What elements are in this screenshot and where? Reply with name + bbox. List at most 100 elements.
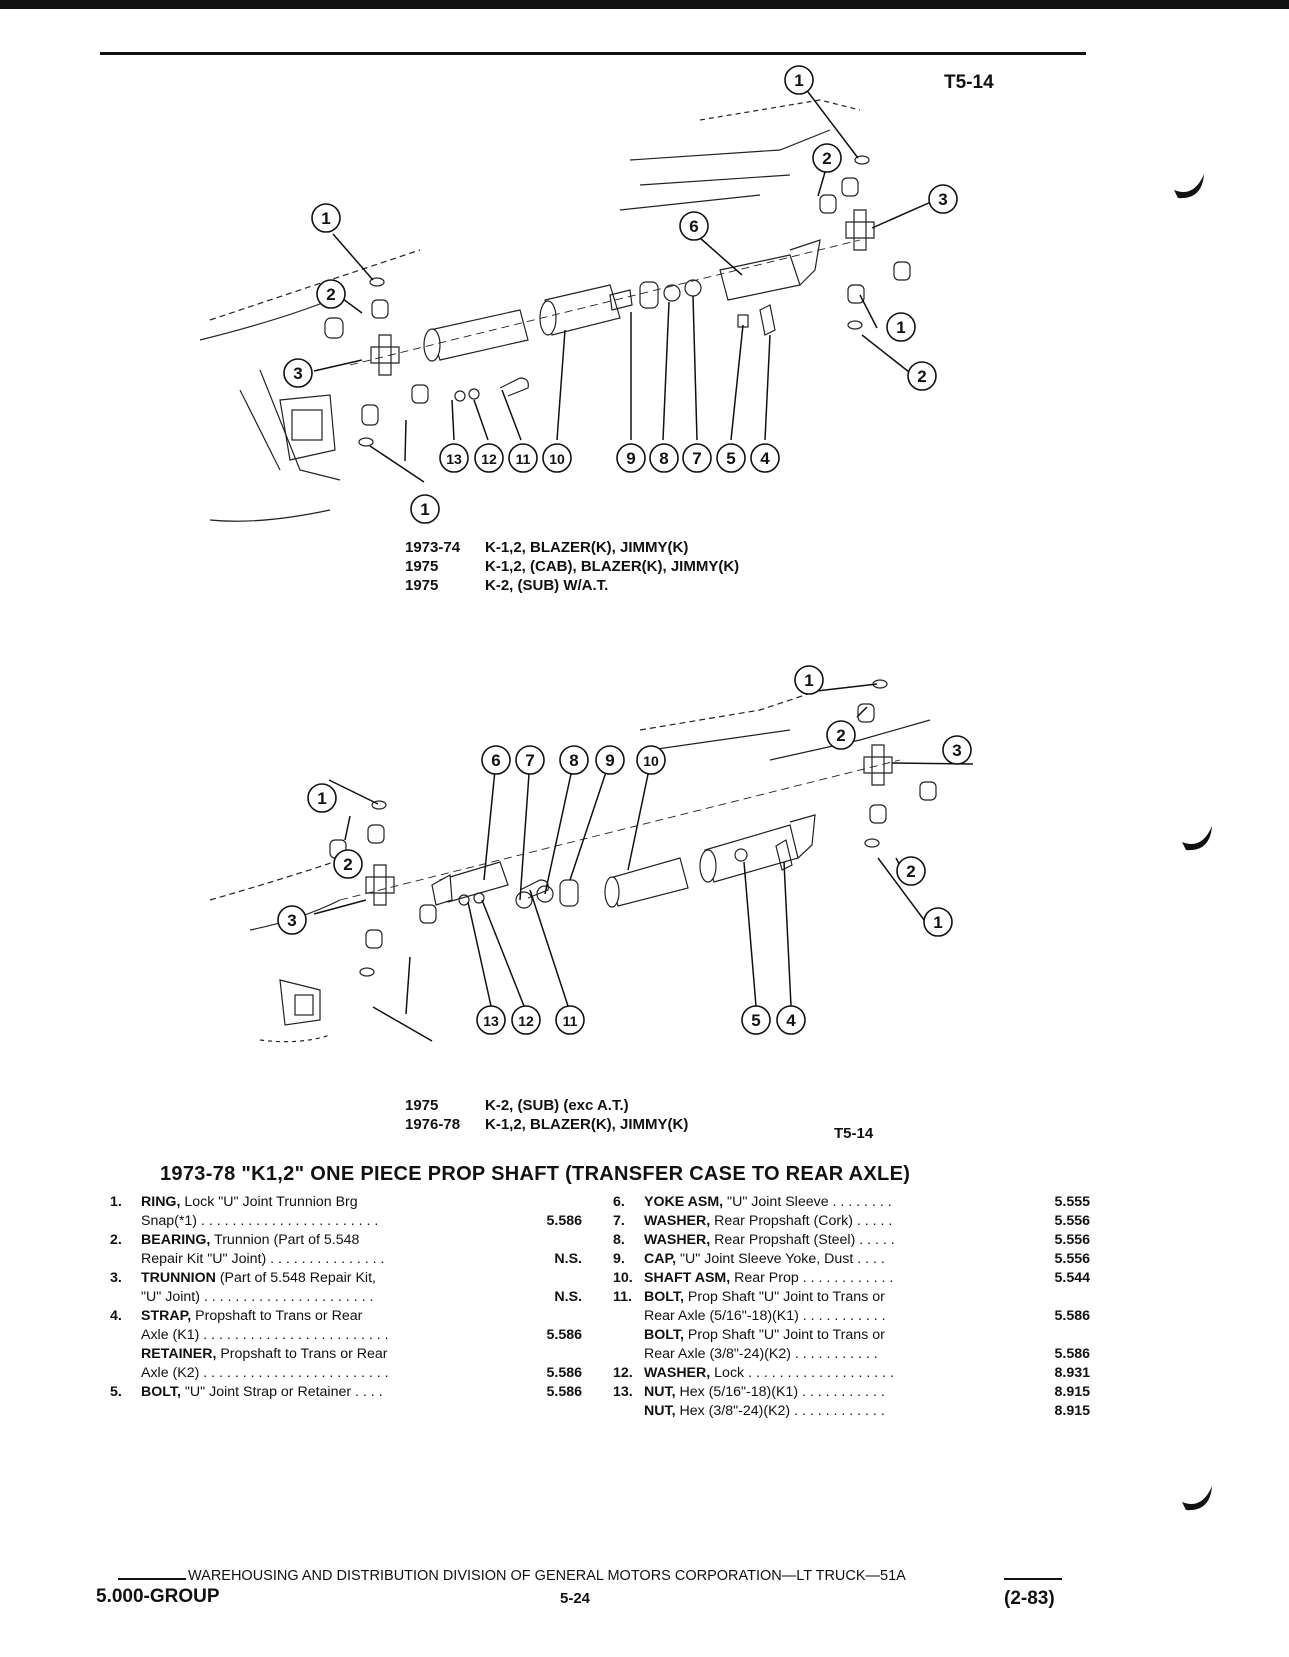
part-number: 9.	[613, 1251, 625, 1267]
part-description: BOLT, Prop Shaft "U" Joint to Trans or	[644, 1288, 981, 1307]
svg-text:1: 1	[896, 318, 905, 337]
part-row: RETAINER, Propshaft to Trans or Rear	[110, 1345, 590, 1364]
callout: 12	[474, 443, 504, 473]
caption-text: K-2, (SUB) (exc A.T.)	[485, 1097, 629, 1114]
part-number: 6.	[613, 1194, 625, 1210]
part-name: BEARING,	[141, 1232, 211, 1248]
part-detail: Axle (K1) . . . . . . . . . . . . . . . …	[141, 1327, 389, 1343]
callout: 8	[649, 443, 679, 473]
page-curl-mark	[1182, 1486, 1212, 1511]
callout: 3	[942, 735, 972, 765]
callout: 2	[316, 279, 346, 309]
part-group-ref: 8.915	[1054, 1384, 1090, 1400]
callout: 4	[776, 1005, 806, 1035]
part-description: Rear Axle (5/16"-18)(K1) . . . . . . . .…	[644, 1307, 981, 1326]
part-row: 3.TRUNNION (Part of 5.548 Repair Kit,	[110, 1269, 590, 1288]
part-description: NUT, Hex (5/16"-18)(K1) . . . . . . . . …	[644, 1383, 981, 1402]
part-detail: "U" Joint Sleeve Yoke, Dust . . . .	[676, 1251, 885, 1267]
caption-year: 1976-78	[405, 1116, 461, 1133]
part-description: RING, Lock "U" Joint Trunnion Brg	[141, 1193, 481, 1212]
part-name: YOKE ASM,	[644, 1194, 724, 1210]
part-group-ref: 5.586	[1054, 1346, 1090, 1362]
callout: 1	[794, 665, 824, 695]
footer-division: WAREHOUSING AND DISTRIBUTION DIVISION OF…	[188, 1568, 906, 1584]
part-group-ref: 5.586	[546, 1365, 582, 1381]
callout: 7	[515, 745, 545, 775]
part-number: 5.	[110, 1384, 122, 1400]
parts-list-title: 1973-78 "K1,2" ONE PIECE PROP SHAFT (TRA…	[160, 1163, 911, 1185]
caption-year: 1975	[405, 577, 439, 594]
part-detail: Lock . . . . . . . . . . . . . . . . . .…	[710, 1365, 894, 1381]
part-row: Axle (K2) . . . . . . . . . . . . . . . …	[110, 1364, 590, 1383]
svg-text:2: 2	[326, 285, 335, 304]
part-description: YOKE ASM, "U" Joint Sleeve . . . . . . .…	[644, 1193, 981, 1212]
svg-text:1: 1	[794, 71, 803, 90]
part-description: RETAINER, Propshaft to Trans or Rear	[141, 1345, 481, 1364]
svg-text:7: 7	[525, 751, 534, 770]
svg-text:5: 5	[726, 449, 735, 468]
svg-text:11: 11	[563, 1013, 578, 1029]
footer-rule	[118, 1578, 186, 1580]
part-group-ref: 5.586	[546, 1327, 582, 1343]
svg-text:13: 13	[483, 1013, 499, 1029]
svg-text:5: 5	[751, 1011, 760, 1030]
page-curl-mark	[1174, 174, 1204, 199]
svg-text:9: 9	[626, 449, 635, 468]
part-row: 2.BEARING, Trunnion (Part of 5.548	[110, 1231, 590, 1250]
part-detail: Prop Shaft "U" Joint to Trans or	[683, 1327, 885, 1343]
part-detail: Prop Shaft "U" Joint to Trans or	[683, 1289, 885, 1305]
part-number: 13.	[613, 1384, 633, 1400]
part-number: 4.	[110, 1308, 122, 1324]
part-detail: Rear Prop . . . . . . . . . . . .	[730, 1270, 894, 1286]
part-row: Repair Kit "U" Joint) . . . . . . . . . …	[110, 1250, 590, 1269]
part-detail: Rear Propshaft (Steel) . . . . .	[710, 1232, 895, 1248]
part-name: RETAINER,	[141, 1346, 217, 1362]
part-name: CAP,	[644, 1251, 677, 1267]
part-row: 1.RING, Lock "U" Joint Trunnion Brg	[110, 1193, 590, 1212]
svg-text:10: 10	[549, 451, 565, 467]
svg-text:1: 1	[317, 789, 326, 808]
part-detail: Propshaft to Trans or Rear	[216, 1346, 388, 1362]
part-name: RING,	[141, 1194, 181, 1210]
part-group-ref: 8.931	[1054, 1365, 1090, 1381]
part-description: Axle (K1) . . . . . . . . . . . . . . . …	[141, 1326, 481, 1345]
part-detail: Hex (3/8"-24)(K2) . . . . . . . . . . . …	[675, 1403, 885, 1419]
callout: 2	[896, 856, 926, 886]
callout: 7	[682, 443, 712, 473]
part-name: STRAP,	[141, 1308, 192, 1324]
footer-page-number: 5-24	[560, 1590, 591, 1607]
callout: 5	[741, 1005, 771, 1035]
callout: 11	[555, 1005, 585, 1035]
part-name: BOLT,	[644, 1289, 684, 1305]
part-group-ref: N.S.	[554, 1251, 582, 1267]
svg-text:8: 8	[569, 751, 578, 770]
part-description: Repair Kit "U" Joint) . . . . . . . . . …	[141, 1250, 481, 1269]
part-row: 6. YOKE ASM, "U" Joint Sleeve . . . . . .…	[613, 1193, 1093, 1212]
svg-text:3: 3	[952, 741, 961, 760]
callout: 2	[826, 720, 856, 750]
part-group-ref: 5.556	[1054, 1251, 1090, 1267]
svg-text:1: 1	[933, 913, 942, 932]
figure-code: T5-14	[944, 72, 994, 93]
part-number: 11.	[613, 1289, 632, 1305]
part-group-ref: 5.555	[1054, 1194, 1090, 1210]
callout: 6	[679, 211, 709, 241]
callout: 2	[907, 361, 937, 391]
svg-text:6: 6	[689, 217, 698, 236]
svg-text:2: 2	[343, 855, 352, 874]
callout: 10	[542, 443, 572, 473]
part-description: WASHER, Lock . . . . . . . . . . . . . .…	[644, 1364, 981, 1383]
part-detail: "U" Joint Sleeve . . . . . . . .	[723, 1194, 892, 1210]
part-detail: Lock "U" Joint Trunnion Brg	[180, 1194, 358, 1210]
part-description: BEARING, Trunnion (Part of 5.548	[141, 1231, 481, 1250]
part-group-ref: 5.586	[1054, 1308, 1090, 1324]
callout: 8	[559, 745, 589, 775]
part-description: CAP, "U" Joint Sleeve Yoke, Dust . . . .	[644, 1250, 981, 1269]
part-name: WASHER,	[644, 1213, 711, 1229]
part-group-ref: 8.915	[1054, 1403, 1090, 1419]
exploded-diagram-bottom: 1 2 3 1 2 3 2 1 6 7 8 9 10 13 12 11 5 4	[209, 665, 974, 1043]
part-name: BOLT,	[644, 1327, 684, 1343]
part-row: 11. BOLT, Prop Shaft "U" Joint to Trans o…	[613, 1288, 1093, 1307]
callout: 11	[508, 443, 538, 473]
part-number: 12.	[613, 1365, 633, 1381]
